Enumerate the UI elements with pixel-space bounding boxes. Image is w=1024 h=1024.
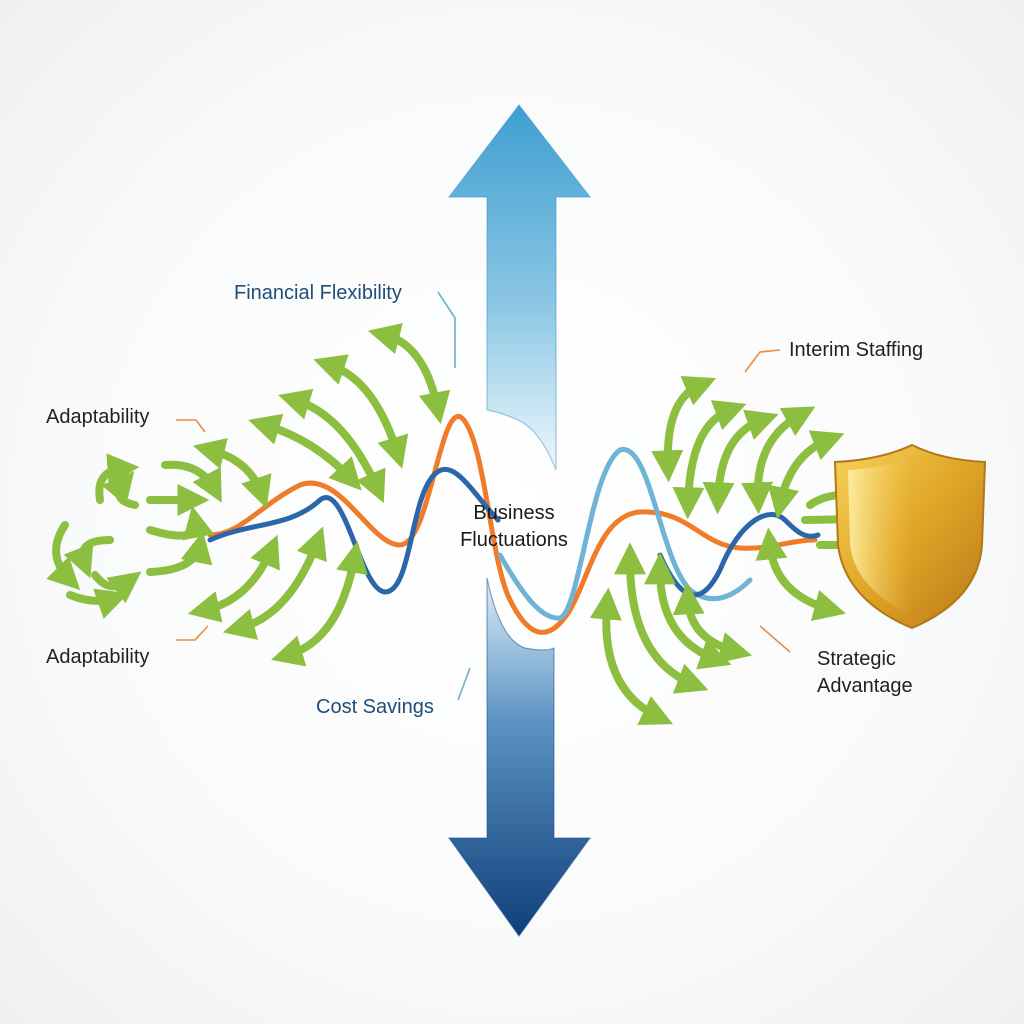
label-cost-savings: Cost Savings (316, 696, 434, 718)
green-arrow (187, 534, 280, 623)
double-vertical-arrow-icon (447, 104, 592, 938)
label-strategic-advantage-line1: Strategic (817, 648, 896, 670)
up-arrow (447, 104, 592, 471)
green-arrow (271, 540, 368, 667)
green-arrow (192, 437, 272, 509)
green-arrow (101, 470, 139, 509)
gold-shield-icon (833, 443, 987, 630)
leader-lines (176, 291, 791, 701)
orange-wave (207, 413, 818, 635)
label-business-fluctuations-line2: Fluctuations (460, 529, 568, 551)
green-arrow (313, 354, 409, 469)
label-financial-flexibility: Financial Flexibility (234, 282, 402, 304)
label-adaptability-bottom: Adaptability (46, 646, 149, 668)
label-strategic-advantage-line2: Advantage (817, 675, 913, 697)
curved-green-arrow-icon (46, 322, 451, 667)
green-arrow (248, 413, 362, 491)
label-adaptability-top: Adaptability (46, 406, 149, 428)
green-arrow (767, 430, 845, 520)
green-arrow (672, 582, 752, 664)
green-arrow (146, 530, 213, 576)
green-arrow (46, 521, 81, 591)
label-interim-staffing: Interim Staffing (789, 339, 923, 361)
label-business-fluctuations-line1: Business (473, 502, 554, 524)
green-arrow (367, 322, 451, 425)
green-arrow (146, 505, 215, 541)
green-arrow (91, 571, 142, 604)
green-arrow (63, 536, 114, 579)
green-arrow (589, 587, 674, 726)
green-arrow (161, 460, 222, 503)
green-arrow (741, 406, 816, 515)
down-arrow (447, 577, 592, 938)
green-arrow (755, 527, 846, 621)
green-arrow (66, 588, 129, 619)
